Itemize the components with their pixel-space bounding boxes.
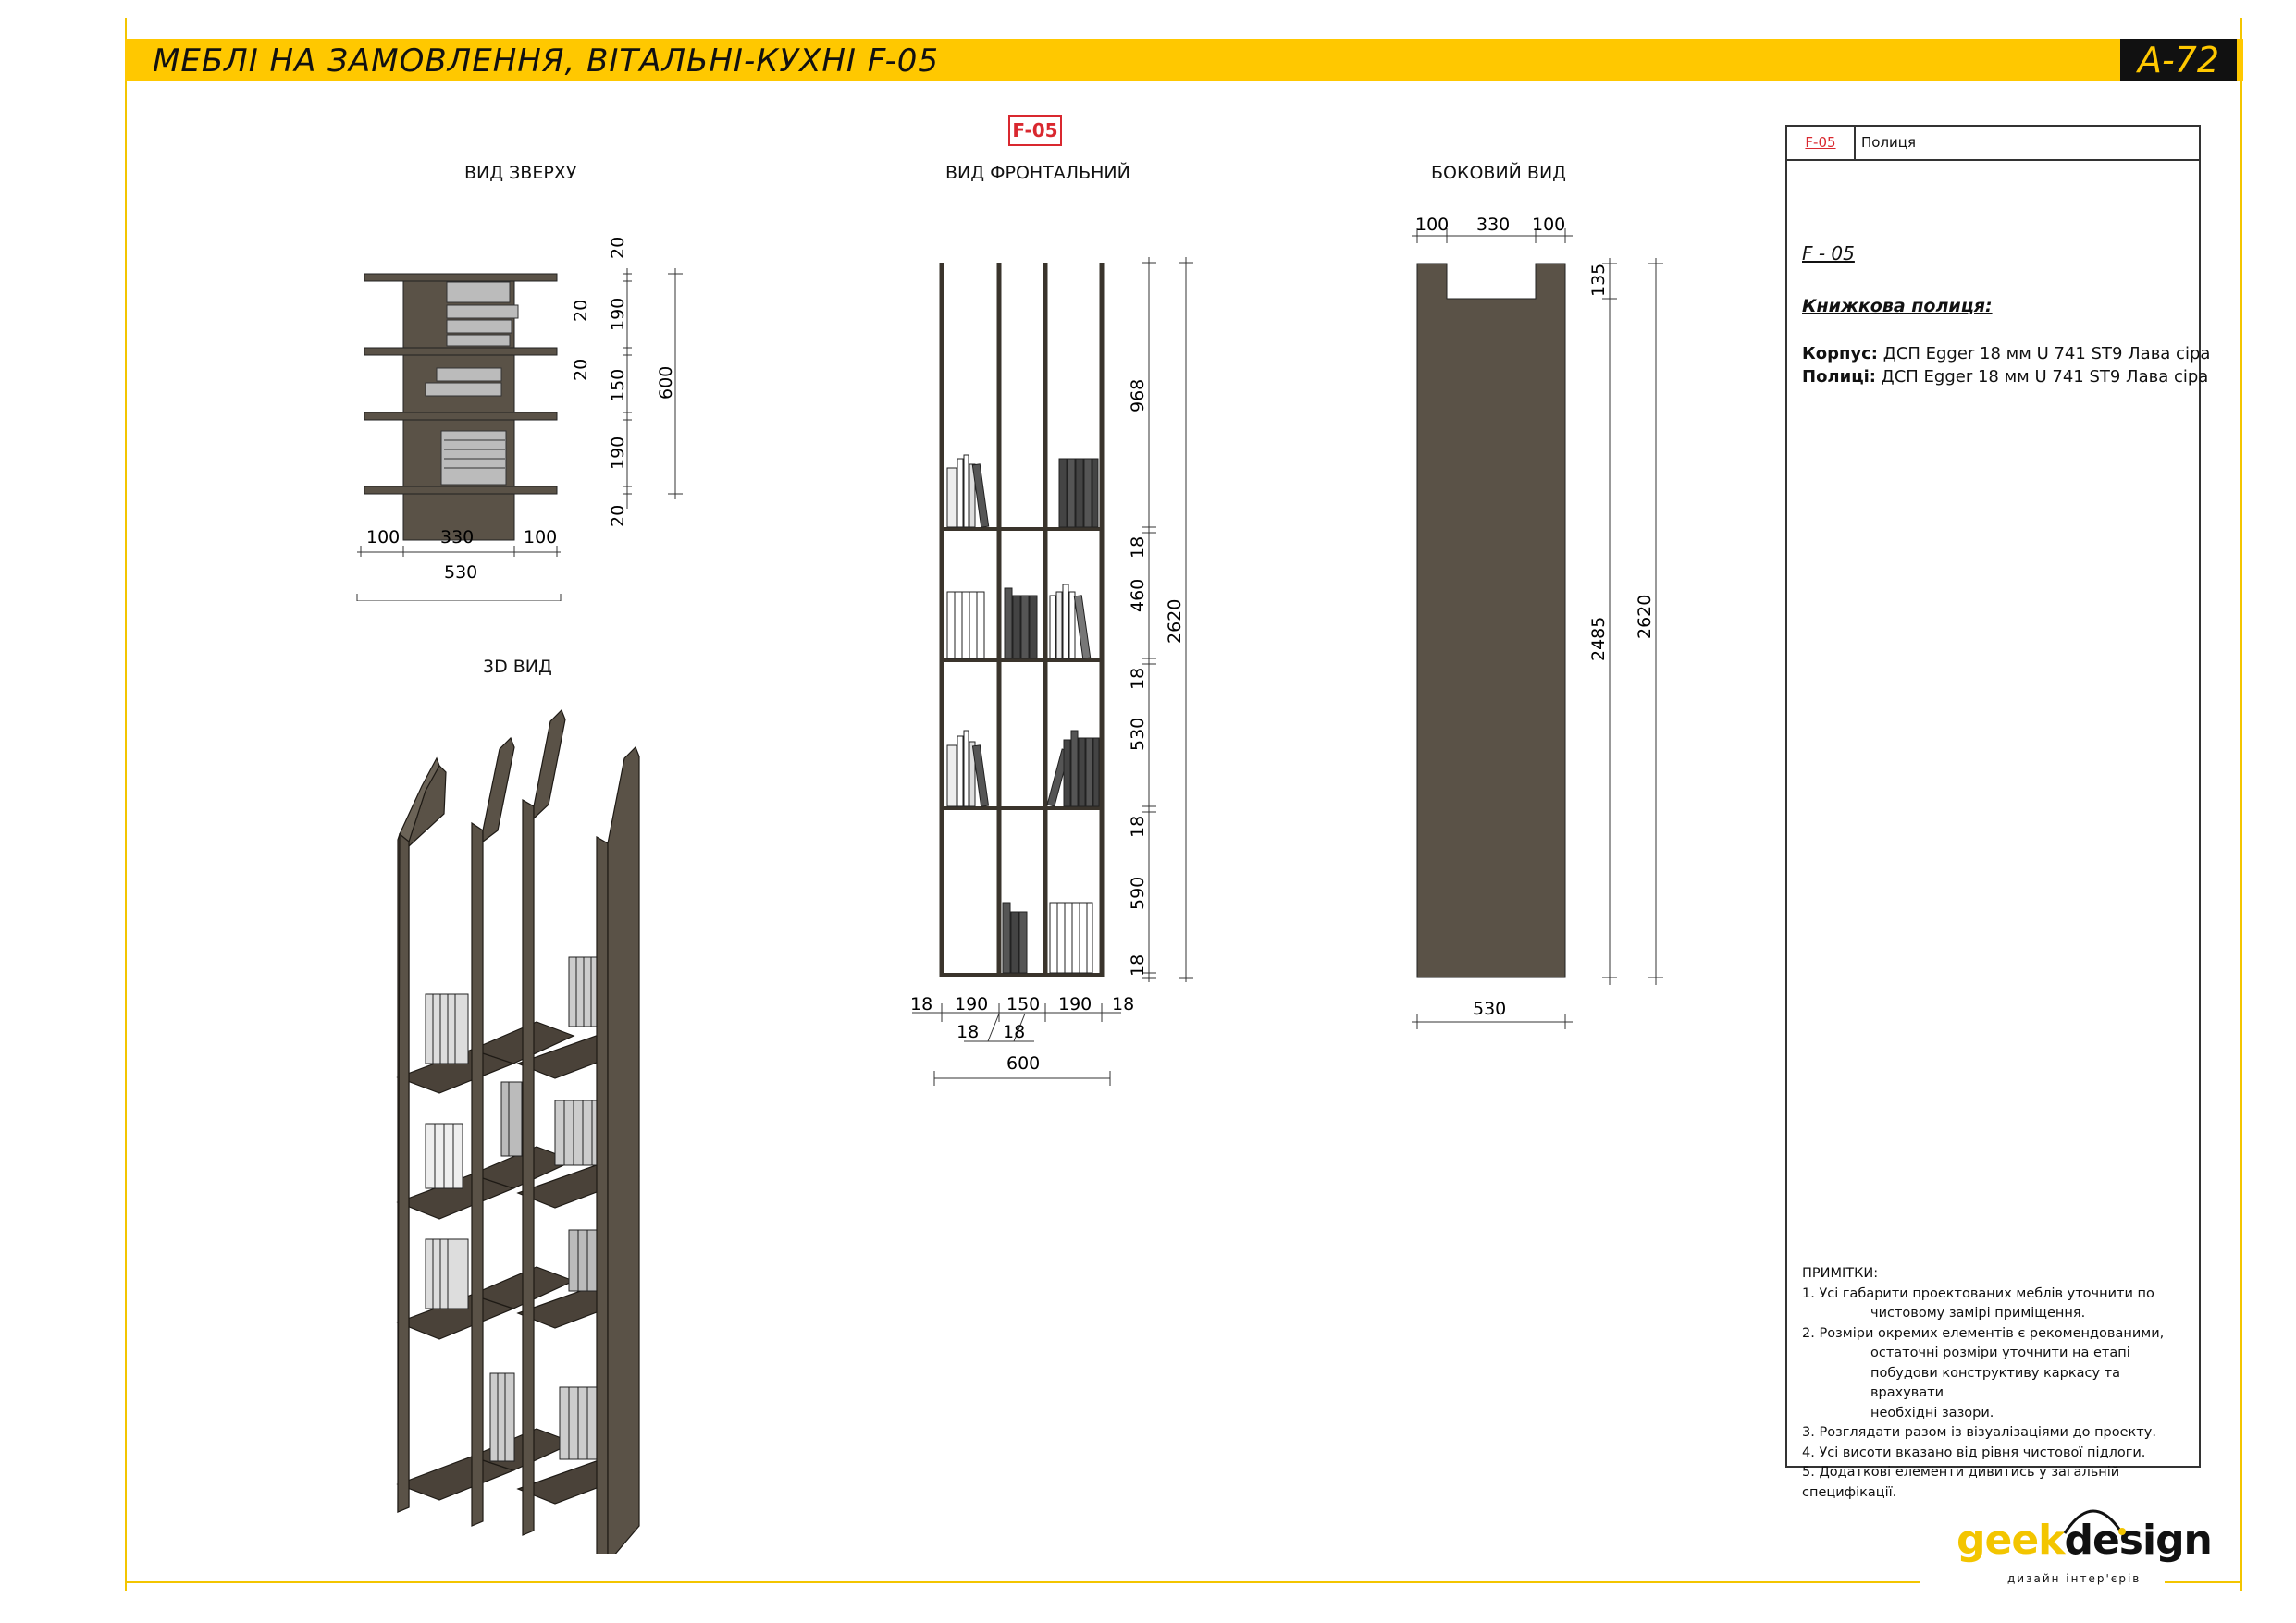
front-dim-w-190b: 190 (1058, 994, 1092, 1014)
side-dim-100-left: 100 (1415, 215, 1449, 235)
label-front-view: ВИД ФРОНТАЛЬНИЙ (945, 163, 1130, 183)
top-dim-v-1: 20 (608, 237, 628, 259)
note-2a: 2. Розміри окремих елементів є рекомендо… (1802, 1325, 2165, 1341)
front-dim-h-18a: 18 (1128, 536, 1148, 559)
front-dim-h-18c: 18 (1128, 816, 1148, 838)
spec-line-shelves: Полиці: ДСП Egger 18 мм U 741 ST9 Лава с… (1802, 367, 2209, 387)
spec-panel: F-05 Полиця F - 05 Книжкова полиця: Корп… (1785, 125, 2210, 1500)
side-view-panel (1416, 263, 1566, 978)
brand-logo: geekdesign (1957, 1517, 2213, 1564)
front-dim-total-h: 2620 (1165, 599, 1185, 644)
frame-line-left (125, 18, 127, 1591)
top-view-books-2 (436, 367, 502, 382)
note-5: 5. Додаткові елементи дивитись у загальн… (1802, 1465, 2120, 1500)
front-dim-w-190a: 190 (955, 994, 988, 1014)
note-2d: необхідні зазори. (1870, 1405, 1994, 1420)
side-dim-530: 530 (1473, 999, 1506, 1019)
note-2b: остаточні розміри уточнити на етапі (1870, 1346, 2130, 1360)
top-dim-height: 600 (656, 366, 676, 400)
spec-code-italic: F - 05 (1802, 242, 1855, 264)
top-dim-v-3: 20 (571, 300, 591, 322)
side-dim-135: 135 (1588, 264, 1609, 297)
top-dim-v-7: 20 (608, 505, 628, 527)
front-dim-w-18b: 18 (1112, 994, 1134, 1014)
label-iso-view: 3D ВИД (483, 657, 552, 677)
spec-header: F-05 Полиця (1787, 127, 2199, 161)
side-dim-2485: 2485 (1588, 617, 1609, 661)
front-dim-h-530: 530 (1128, 718, 1148, 751)
spec-name-cell: Полиця (1861, 134, 1917, 151)
top-view-shelf-1 (364, 273, 558, 282)
top-dim-v-5: 20 (571, 359, 591, 381)
top-dim-100-left: 100 (366, 527, 400, 547)
top-dim-v-4: 150 (608, 369, 628, 402)
front-dim-h-968: 968 (1128, 379, 1148, 412)
spec-line-body: Корпус: ДСП Egger 18 мм U 741 ST9 Лава с… (1802, 344, 2211, 363)
front-dim-h-590: 590 (1128, 877, 1148, 910)
note-2c: побудови конструктиву каркасу та врахува… (1870, 1365, 2121, 1401)
front-dim-h-18b: 18 (1128, 668, 1148, 690)
top-view-shelf-3 (364, 412, 558, 421)
top-dim-330: 330 (440, 527, 474, 547)
side-view-drawing: 100 330 100 135 2485 2620 530 (1412, 215, 1663, 1029)
top-dim-100-right: 100 (524, 527, 557, 547)
top-dim-v-2: 190 (608, 298, 628, 331)
front-dim-w-150: 150 (1006, 994, 1040, 1014)
spec-code-cell: F-05 (1787, 127, 1856, 159)
header-bar (125, 39, 2243, 81)
top-view-drawing: 100 330 100 530 20 190 20 150 20 190 20 … (356, 237, 683, 601)
top-view-shelf-4 (364, 486, 558, 495)
top-view-books-1 (446, 281, 511, 303)
brand-tagline: дизайн інтер'єрів (2007, 1572, 2142, 1585)
front-dim-h-460: 460 (1128, 579, 1148, 612)
frame-line-bottom-right (2165, 1581, 2240, 1583)
top-view-books-3 (440, 430, 507, 486)
notes-block: ПРИМІТКИ: 1. Усі габарити проектованих м… (1802, 1264, 2191, 1503)
page-title: МЕБЛІ НА ЗАМОВЛЕННЯ, ВІТАЛЬНІ-КУХНІ F-05 (153, 43, 939, 80)
note-1b: чистовому замірі приміщення. (1870, 1306, 2086, 1321)
item-tag: F-05 (1008, 115, 1062, 146)
label-top-view: ВИД ЗВЕРХУ (464, 163, 577, 183)
front-dim-total-w: 600 (1006, 1053, 1040, 1074)
top-dim-530: 530 (444, 562, 477, 583)
front-view-drawing: 968 18 460 18 530 18 590 18 2620 18 190 … (910, 257, 1193, 1086)
front-dim-h-18d: 18 (1128, 954, 1148, 977)
sheet-number: А-72 (2120, 39, 2237, 81)
side-dim-330: 330 (1476, 215, 1510, 235)
front-dim-sub-18a: 18 (957, 1022, 979, 1042)
side-dim-2620: 2620 (1635, 595, 1655, 639)
lamp-icon (2063, 1509, 2126, 1535)
frame-line-right (2240, 18, 2242, 1591)
side-dim-100-right: 100 (1532, 215, 1565, 235)
note-1a: 1. Усі габарити проектованих меблів уточ… (1802, 1285, 2154, 1301)
top-view-shelf-2 (364, 347, 558, 356)
front-dim-w-18a: 18 (910, 994, 932, 1014)
front-dim-sub-18b: 18 (1003, 1022, 1025, 1042)
iso-view-drawing (396, 708, 640, 1554)
spec-title: Книжкова полиця: (1802, 296, 1993, 316)
frame-line-bottom (125, 1581, 1920, 1583)
note-4: 4. Усі висоти вказано від рівня чистової… (1802, 1445, 2146, 1460)
label-side-view: БОКОВИЙ ВИД (1431, 163, 1567, 183)
note-3: 3. Розглядати разом із візуалізаціями до… (1802, 1425, 2156, 1440)
notes-title: ПРИМІТКИ: (1802, 1266, 1879, 1281)
top-dim-v-6: 190 (608, 436, 628, 470)
